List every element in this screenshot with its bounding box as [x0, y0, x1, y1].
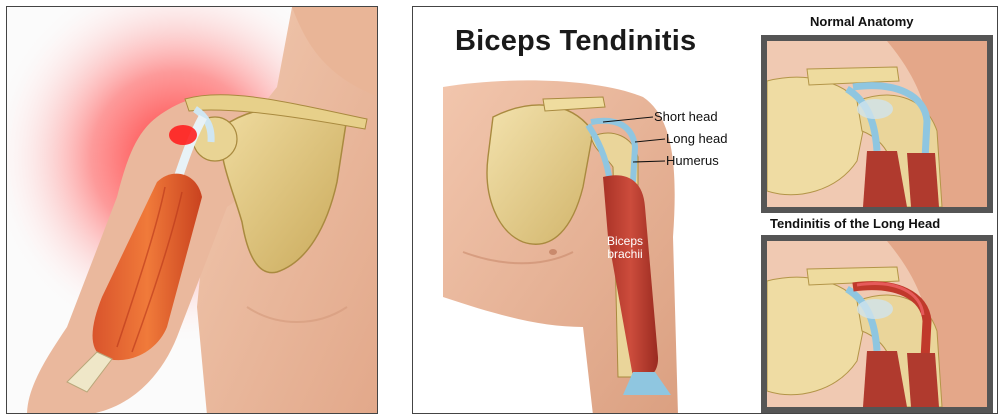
- label-long-head: Long head: [666, 131, 727, 146]
- inset-title-tendinitis: Tendinitis of the Long Head: [770, 216, 940, 231]
- inset-title-normal: Normal Anatomy: [810, 14, 914, 29]
- label-biceps-line1: Biceps: [607, 234, 643, 248]
- label-biceps-line2: brachii: [607, 247, 642, 261]
- left-illustration-panel: [6, 6, 378, 414]
- normal-shoulder-closeup: [767, 41, 987, 207]
- label-biceps-brachii: Biceps brachii: [597, 235, 653, 261]
- page-title: Biceps Tendinitis: [455, 25, 696, 58]
- right-diagram-panel: Biceps Tendinitis: [412, 6, 998, 414]
- label-short-head: Short head: [654, 109, 718, 124]
- biceps-anatomy-illustration: [443, 77, 743, 414]
- label-humerus: Humerus: [666, 153, 719, 168]
- inset-normal-anatomy: [761, 35, 993, 213]
- tendinitis-shoulder-closeup: [767, 241, 987, 407]
- inset-tendinitis-long-head: [761, 235, 993, 413]
- shoulder-inflammation-illustration: [7, 7, 378, 414]
